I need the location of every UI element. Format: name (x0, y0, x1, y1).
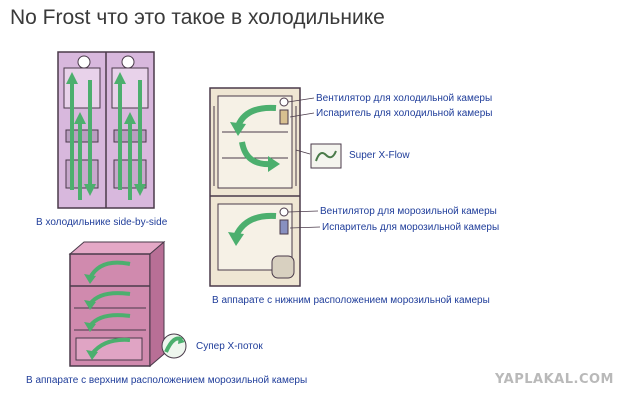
super-x-flow-label: Super X-Flow (349, 150, 410, 161)
fan-freezer-label: Вентилятор для морозильной камеры (320, 206, 497, 217)
top-freezer-fridge-diagram (68, 240, 166, 368)
watermark: YAPLAKAL.COM (495, 372, 614, 387)
evap-freezer-label: Испаритель для морозильной камеры (322, 222, 500, 233)
side-by-side-fridge-diagram (57, 51, 155, 209)
bottom-freezer-label: В аппарате с нижним расположением морози… (212, 295, 490, 306)
evap-fridge-label: Испаритель для холодильной камеры (316, 108, 493, 119)
page-title: No Frost что это такое в холодильнике (10, 6, 385, 29)
super-x-potok-label: Супер X-поток (196, 341, 263, 352)
side-by-side-label: В холодильнике side-by-side (36, 217, 168, 228)
bottom-freezer-fridge-diagram (209, 87, 301, 287)
super-x-flow-icon (310, 143, 342, 169)
top-freezer-label: В аппарате с верхним расположением мороз… (26, 375, 308, 386)
super-x-potok-icon (161, 333, 187, 359)
fan-fridge-label: Вентилятор для холодильной камеры (316, 93, 493, 104)
